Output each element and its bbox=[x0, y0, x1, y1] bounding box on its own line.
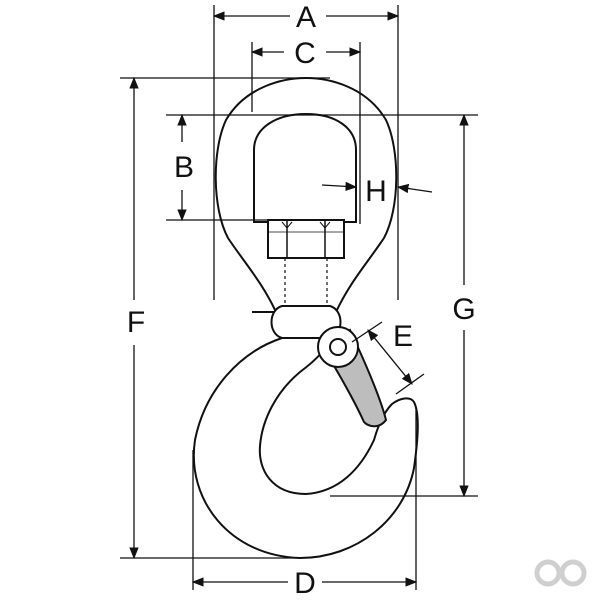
label-C: C bbox=[294, 37, 316, 70]
label-B: B bbox=[174, 151, 194, 184]
eye-inner bbox=[253, 112, 357, 223]
label-F: F bbox=[127, 306, 145, 339]
hex-nut bbox=[267, 219, 345, 259]
label-E: E bbox=[393, 320, 413, 353]
label-H: H bbox=[365, 175, 387, 208]
hook-body bbox=[192, 337, 419, 560]
label-A: A bbox=[296, 1, 316, 34]
infinity-logo-icon bbox=[534, 559, 587, 587]
label-D: D bbox=[294, 567, 316, 600]
dimension-lines bbox=[120, 5, 478, 590]
hook-drawing bbox=[192, 76, 419, 560]
label-G: G bbox=[452, 293, 475, 326]
